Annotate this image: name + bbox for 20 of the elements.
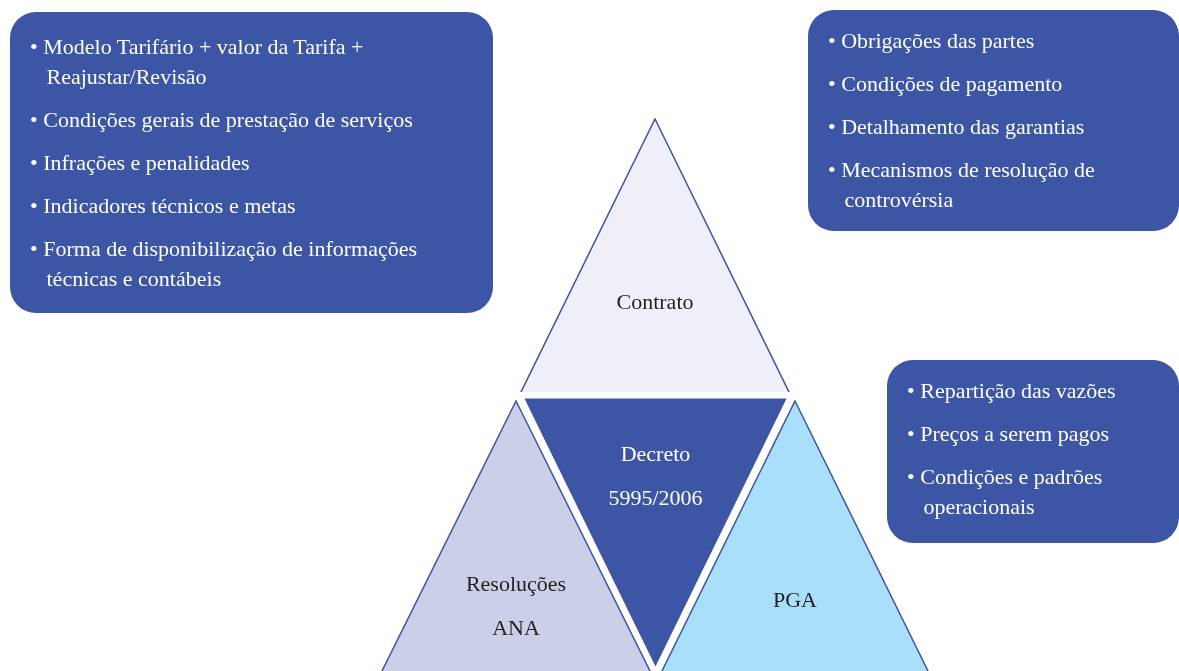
info-card: [887, 360, 1179, 543]
triangle-label: Contrato: [615, 288, 695, 316]
bullet-item: • Forma de disponibilização de informações técnicas e contábeis: [30, 235, 419, 293]
bullet-item: • Modelo Tarifário + valor da Tarifa + Reajustar/Revisão: [30, 33, 365, 91]
info-card: [808, 10, 1179, 231]
bullet-item: • Infrações e penalidades: [30, 149, 251, 177]
info-card: [10, 12, 493, 313]
bullet-item: • Indicadores técnicos e metas: [30, 192, 297, 220]
bullet-item: • Preços a serem pagos: [907, 420, 1110, 448]
triangle-label: PGA: [772, 586, 818, 614]
bullet-item: • Obrigações das partes: [828, 27, 1036, 55]
triangle-label: Decreto 5995/2006: [607, 440, 704, 512]
bullet-item: • Condições de pagamento: [828, 70, 1064, 98]
bullet-item: • Mecanismos de resolução de controvérsia: [828, 156, 1096, 214]
bullet-item: • Condições gerais de prestação de serviços: [30, 106, 414, 134]
bullet-item: • Repartição das vazões: [907, 377, 1117, 405]
bullet-item: • Condições e padrões operacionais: [907, 463, 1104, 521]
triangle-label: Resoluções ANA: [464, 570, 568, 642]
bullet-item: • Detalhamento das garantias: [828, 113, 1086, 141]
triangle: [519, 118, 791, 392]
